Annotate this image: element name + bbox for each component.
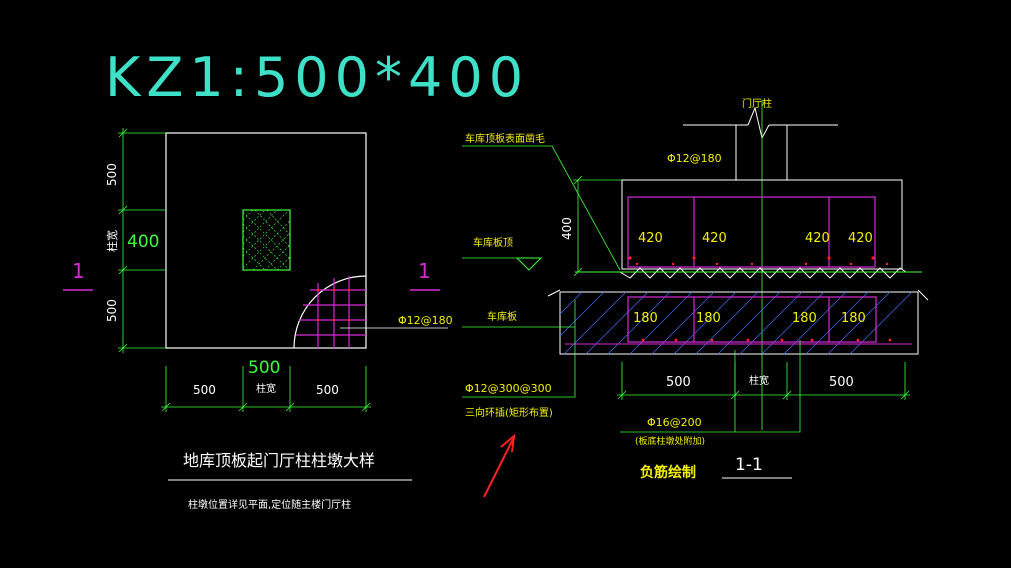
section-rebar-top: Φ12@180 — [667, 152, 722, 165]
plan-dim-500b: 500 — [316, 383, 339, 397]
section-rebar-anchor-note: 三向环插(矩形布置) — [465, 406, 553, 419]
section-bottom-cell-label: 180 — [841, 311, 866, 326]
section-bottom-cell-label: 180 — [696, 311, 721, 326]
section-caption-11: 1-1 — [735, 455, 763, 475]
section-rebar-bottom-note: (板底柱墩处附加) — [635, 435, 705, 447]
section-dim-right: 500 — [829, 375, 854, 390]
section-dim-400: 400 — [560, 217, 574, 240]
section-top-cell-label: 420 — [638, 231, 663, 246]
section-label-slab: 车库板 — [487, 310, 517, 323]
section-top-cell-label: 420 — [702, 231, 727, 246]
annotation-arrow — [483, 433, 516, 498]
plan-dim-mid: 400 — [127, 232, 159, 252]
section-dim-left: 500 — [666, 375, 691, 390]
section-dim-col: 柱宽 — [749, 374, 769, 387]
section-caption-neg: 负筋绘制 — [640, 464, 696, 481]
plan-view: Φ12@180 500 400 柱宽 500 1 1 — [63, 128, 453, 412]
plan-rebar-label: Φ12@180 — [398, 314, 453, 327]
plan-dim-bottom-total: 500 — [248, 358, 280, 378]
section-view: 门厅柱 420 420 420 420 — [462, 97, 929, 481]
plan-section-mark-right: 1 — [418, 259, 431, 283]
section-label-surface: 车库顶板表面凿毛 — [465, 132, 545, 145]
plan-dim-mid-label: 柱宽 — [105, 230, 119, 252]
section-rebar-anchor: Φ12@300@300 — [465, 382, 552, 395]
plan-dim-bottom: 500 — [105, 299, 119, 322]
plan-dim-top: 500 — [105, 163, 119, 186]
section-column-label: 门厅柱 — [742, 97, 772, 110]
caption-main: 地库顶板起门厅柱柱墩大样 — [183, 451, 375, 470]
section-label-slab-top: 车库板顶 — [473, 236, 513, 249]
plan-dim-500a: 500 — [193, 383, 216, 397]
section-top-cell-label: 420 — [848, 231, 873, 246]
plan-dim-col: 柱宽 — [256, 382, 276, 395]
section-rebar-bottom: Φ16@200 — [647, 416, 702, 429]
section-bottom-cell-label: 180 — [633, 311, 658, 326]
plan-section-mark-left: 1 — [72, 259, 85, 283]
drawing-title: KZ1:500*400 — [105, 46, 529, 109]
section-bottom-cell-label: 180 — [792, 311, 817, 326]
section-top-cell-label: 420 — [805, 231, 830, 246]
caption-sub: 柱墩位置详见平面,定位随主楼门厅柱 — [188, 498, 351, 511]
